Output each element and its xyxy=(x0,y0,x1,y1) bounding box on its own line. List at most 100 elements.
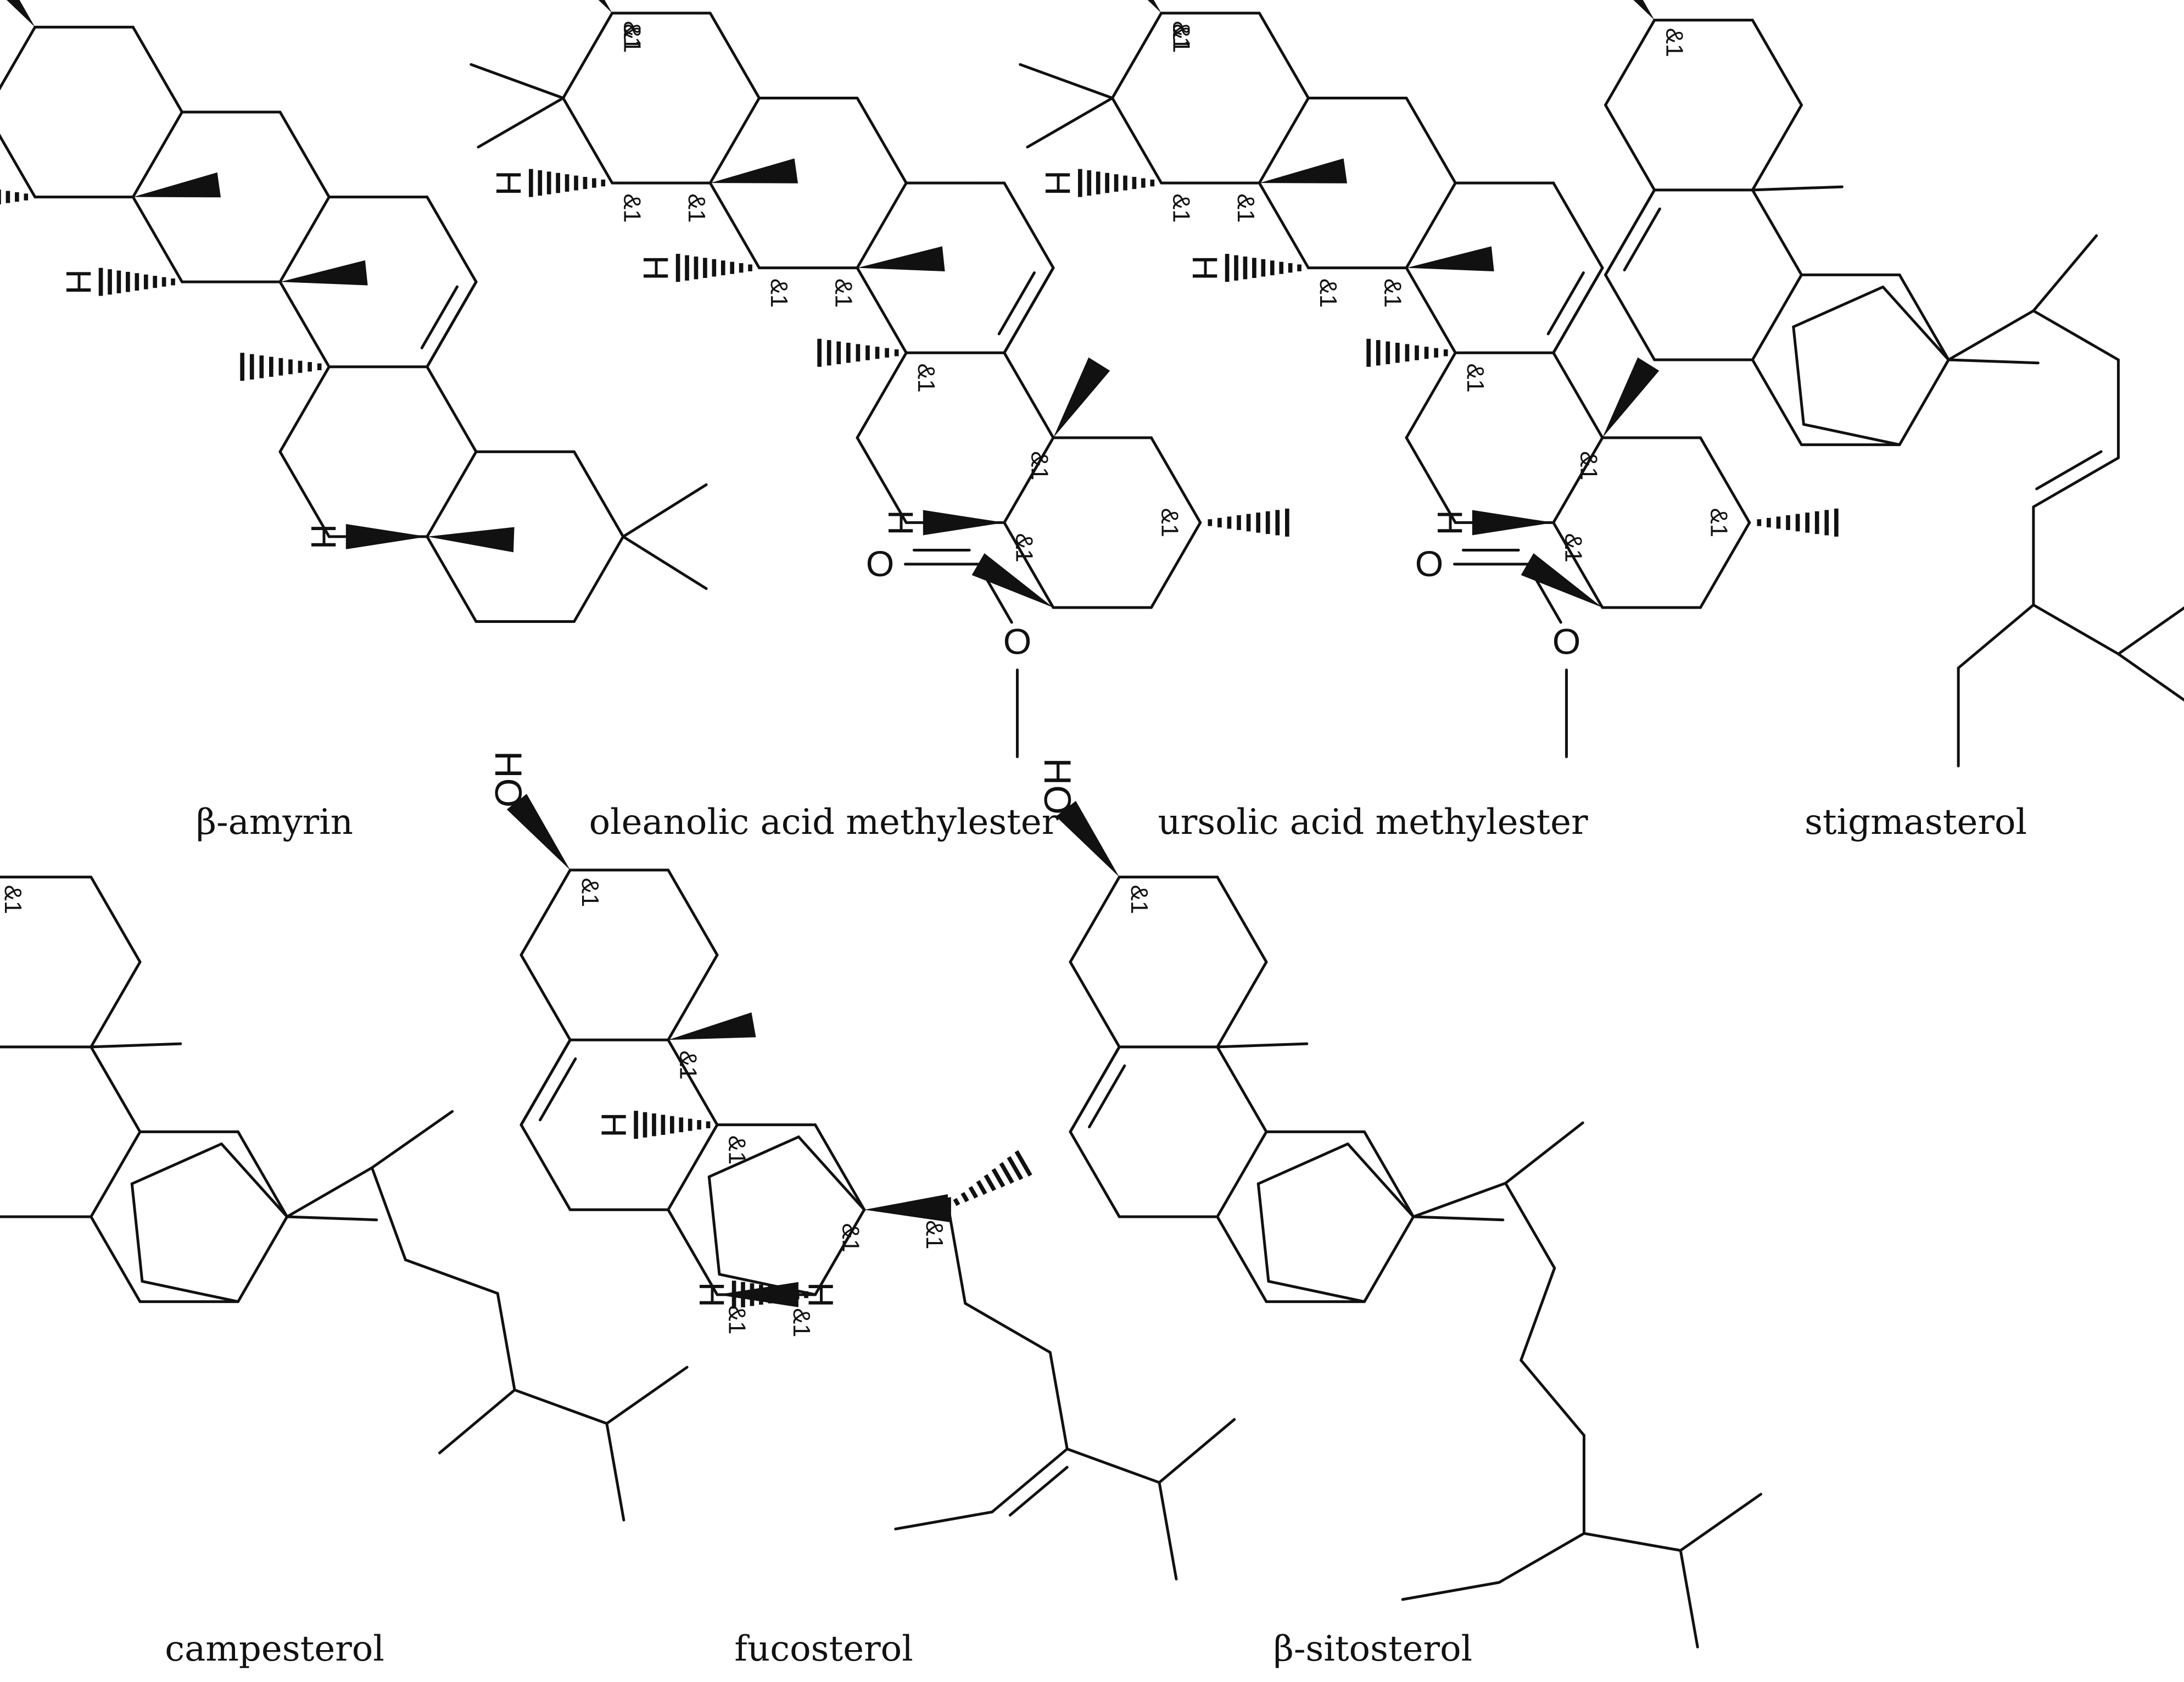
hydroxyl-wedge xyxy=(1633,0,1655,20)
ring-bond xyxy=(1752,105,1801,190)
ethyl-bond xyxy=(1958,605,2034,668)
ring-bond xyxy=(132,1184,142,1282)
ring-bond xyxy=(1406,268,1455,353)
ethyl-bond xyxy=(1499,1534,1584,1583)
ring-bond xyxy=(1004,522,1053,608)
ring-bond xyxy=(1004,438,1053,523)
methyl-bond xyxy=(287,1217,377,1220)
ring-bond xyxy=(1259,13,1308,98)
methyl-bond xyxy=(1948,360,2038,363)
ring-bond xyxy=(1070,1132,1119,1217)
ring-bond xyxy=(133,112,182,197)
ring-bond xyxy=(1752,275,1801,360)
methyl-bond xyxy=(623,537,706,589)
hydroxyl-wedge xyxy=(1147,0,1161,13)
methyl-wedge xyxy=(1259,158,1348,183)
caption-b-amyrin: β-amyrin xyxy=(196,802,353,843)
caption-campesterol: campesterol xyxy=(165,1629,384,1669)
isopropyl-bond xyxy=(607,1367,687,1423)
hydrogen-label: H xyxy=(636,255,675,281)
ring-bond xyxy=(238,1132,287,1217)
methyl-bond xyxy=(1217,1044,1307,1047)
ring-bond xyxy=(91,1217,140,1302)
chain-bond xyxy=(1948,311,2034,360)
methyl-bond xyxy=(1020,64,1113,98)
ring-bond xyxy=(574,452,623,537)
ring-bond xyxy=(91,962,140,1047)
ring-bond xyxy=(709,1177,719,1274)
methyl-wedge xyxy=(668,1012,756,1040)
ring-bond xyxy=(857,183,906,268)
stereo-flag-label: &1 xyxy=(618,193,645,222)
ring-bond xyxy=(857,268,906,353)
ester-wedge xyxy=(971,553,1053,608)
stereo-flag-label: &1 xyxy=(1706,508,1732,537)
stereo-flag-label: &1 xyxy=(618,24,645,53)
chain-bond xyxy=(1506,1183,1555,1268)
hydrogen-label: H xyxy=(489,170,528,196)
oxygen-label: O xyxy=(1415,544,1444,584)
structure-campesterol: HO&1 xyxy=(0,857,549,1618)
compound-b-amyrin: HOHHH β-amyrin xyxy=(0,0,549,857)
hydroxyl-wedge xyxy=(598,0,612,13)
chain-double-bond xyxy=(2034,458,2119,507)
chain-bond xyxy=(372,1168,405,1260)
ring-bond xyxy=(427,452,476,537)
chain-bond xyxy=(1584,1534,1680,1551)
double-bond-line xyxy=(521,1040,570,1125)
ester-bond xyxy=(1527,564,1561,622)
ring-bond xyxy=(710,98,759,183)
double-bond-line xyxy=(1606,190,1655,275)
ring-bond xyxy=(563,98,612,183)
hydrogen-wedge xyxy=(1472,510,1554,536)
double-bond-line xyxy=(1004,268,1053,353)
methyl-hash xyxy=(984,1174,996,1191)
ring-bond xyxy=(668,955,717,1040)
hydrogen-label: H xyxy=(1038,170,1077,196)
chain-bond xyxy=(287,1168,372,1217)
ring-bond xyxy=(1554,183,1602,268)
hydrogen-label: H xyxy=(881,510,920,535)
ring-bond xyxy=(221,1144,287,1217)
methyl-bond xyxy=(1027,98,1113,147)
ethyl-bond xyxy=(1403,1583,1499,1600)
ring-bond xyxy=(1752,20,1801,105)
ring-bond xyxy=(1752,190,1801,275)
caption-b-sitosterol: β-sitosterol xyxy=(1273,1629,1473,1669)
ester-bond xyxy=(978,564,1012,622)
double-bond-line xyxy=(999,273,1034,334)
stereo-flag-label: &1 xyxy=(0,885,26,914)
ring-bond xyxy=(857,438,906,523)
double-bond-line xyxy=(1548,273,1583,334)
compound-b-sitosterol: HO&1 β-sitosterol xyxy=(1036,758,1647,1682)
double-bond-line xyxy=(1624,209,1660,270)
hydrogen-label: H xyxy=(304,524,343,549)
chain-bond xyxy=(1050,1352,1067,1449)
ring-bond xyxy=(280,367,329,452)
ring-bond xyxy=(238,1217,287,1302)
hydrogen-label: H xyxy=(1430,510,1470,535)
ring-bond xyxy=(521,1125,570,1210)
methyl-wedge xyxy=(427,527,515,553)
chain-bond xyxy=(439,1390,515,1453)
chain-bond xyxy=(498,1294,515,1390)
isopropyl-bond xyxy=(1159,1419,1235,1483)
methyl-hash xyxy=(1007,1156,1024,1180)
methyl-hash xyxy=(999,1162,1014,1184)
methyl-bond xyxy=(623,484,706,537)
hydrogen-wedge xyxy=(923,510,1004,536)
ethylidene-bond xyxy=(896,1512,992,1529)
chain-double-bond xyxy=(992,1449,1068,1512)
isopropyl-bond xyxy=(2118,654,2184,710)
ring-bond xyxy=(668,870,717,955)
ring-bond xyxy=(1269,1282,1365,1302)
ring-bond xyxy=(133,197,182,282)
stereo-flag-label: &1 xyxy=(1560,533,1586,562)
ring-bond xyxy=(91,1047,140,1132)
stereo-flag-label: &1 xyxy=(1379,279,1406,308)
methyl-bond xyxy=(1752,187,1842,190)
caption-fucosterol: fucosterol xyxy=(734,1629,913,1669)
